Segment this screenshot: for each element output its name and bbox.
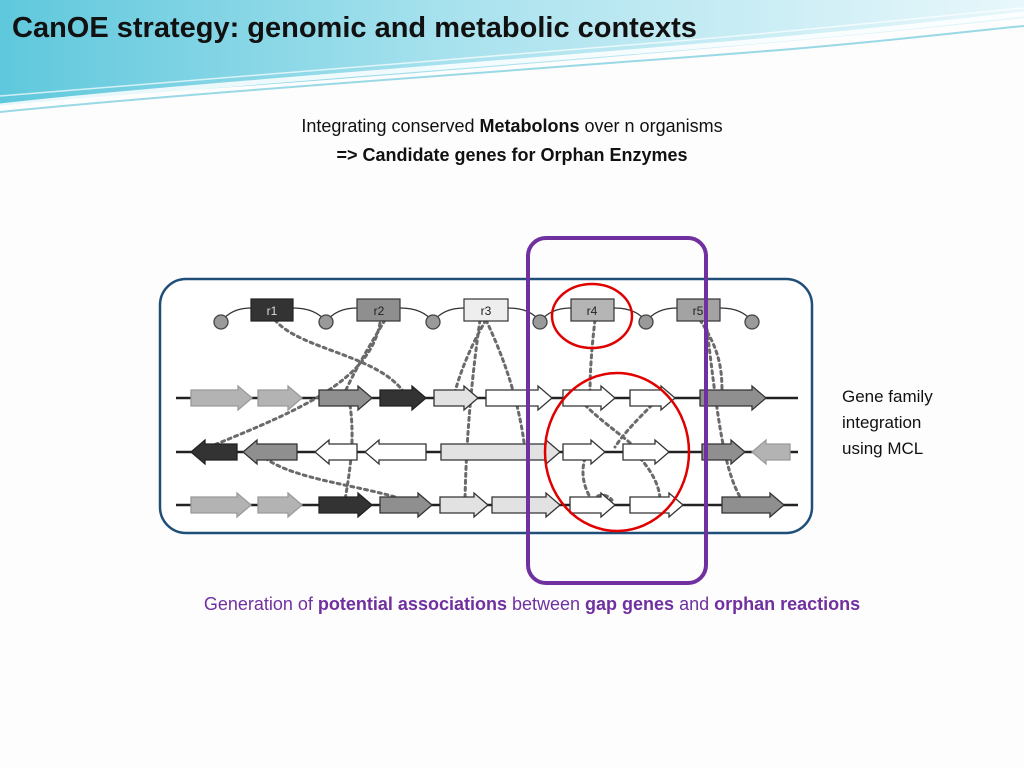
reaction-r2: r2 <box>356 298 401 322</box>
reaction-r4-label: r4 <box>587 304 598 318</box>
reaction-r5-label: r5 <box>693 304 704 318</box>
caption-gap-genes: gap genes <box>585 594 675 614</box>
reaction-r3-label: r3 <box>481 304 492 318</box>
orphan-reaction-circle <box>550 282 634 350</box>
metabolite-node <box>638 314 654 330</box>
gene-arrow <box>439 491 489 519</box>
subtitle-line-1: Integrating conserved Metabolons over n … <box>0 112 1024 141</box>
caption-part-5: and <box>674 594 715 614</box>
reaction-r4: r4 <box>570 298 615 322</box>
slide-title: CanOE strategy: genomic and metabolic co… <box>12 12 697 44</box>
side-note-line-3: using MCL <box>842 439 924 458</box>
caption-part-1: Generation of <box>203 594 318 614</box>
subtitle: Integrating conserved Metabolons over n … <box>0 112 1024 170</box>
caption-orphan-reactions: orphan reactions <box>714 594 861 614</box>
side-note: Gene family integration using MCL <box>842 384 1012 462</box>
metabolon-highlight-frame <box>526 236 708 585</box>
subtitle-line-1-start: Integrating conserved <box>301 116 480 136</box>
subtitle-candidate-genes: => Candidate genes for Orphan Enzymes <box>336 145 688 165</box>
gene-arrow <box>629 491 684 519</box>
reaction-r1: r1 <box>250 298 294 322</box>
gene-arrow <box>751 438 791 466</box>
bottom-caption: Generation of potential associations bet… <box>0 594 1024 615</box>
gene-arrow <box>569 491 616 519</box>
gene-arrow <box>242 438 298 466</box>
subtitle-metabolons: Metabolons <box>479 116 580 136</box>
reaction-r3: r3 <box>463 298 509 322</box>
reaction-r1-label: r1 <box>267 304 278 318</box>
genome-2-genes <box>190 438 791 466</box>
caption-part-3: between <box>506 594 586 614</box>
gene-arrow <box>562 438 606 466</box>
gene-arrow <box>318 491 373 519</box>
metabolite-node <box>425 314 441 330</box>
gene-arrow <box>318 384 373 412</box>
reaction-r2-label: r2 <box>374 304 385 318</box>
gene-arrow <box>190 384 253 412</box>
gene-arrow <box>364 438 427 466</box>
metabolite-node <box>318 314 334 330</box>
metabolite-node <box>532 314 548 330</box>
side-note-line-2: integration <box>842 413 922 432</box>
gene-arrow <box>190 438 238 466</box>
gene-arrow <box>562 384 616 412</box>
side-note-line-1: Gene family <box>842 387 933 406</box>
metabolite-node <box>744 314 760 330</box>
genome-1-genes <box>190 384 767 412</box>
gene-arrow <box>699 384 767 412</box>
gene-arrow <box>257 491 303 519</box>
gene-arrow <box>379 384 427 412</box>
metabolite-nodes <box>213 314 760 330</box>
gene-arrow <box>440 438 561 466</box>
gene-arrow <box>314 438 358 466</box>
gene-arrow <box>721 491 785 519</box>
gene-arrow <box>257 384 303 412</box>
subtitle-line-1-end: over n organisms <box>579 116 723 136</box>
gene-arrow <box>379 491 433 519</box>
metabolite-node <box>213 314 229 330</box>
genome-3-genes <box>190 491 785 519</box>
gap-genes-circle <box>543 371 691 533</box>
caption-potential-associations: potential associations <box>317 594 507 614</box>
gene-arrow <box>485 384 553 412</box>
gene-arrow <box>433 384 479 412</box>
gene-arrow <box>190 491 252 519</box>
subtitle-line-2: => Candidate genes for Orphan Enzymes <box>0 141 1024 170</box>
gene-arrow <box>622 438 670 466</box>
reaction-r5: r5 <box>676 298 721 322</box>
